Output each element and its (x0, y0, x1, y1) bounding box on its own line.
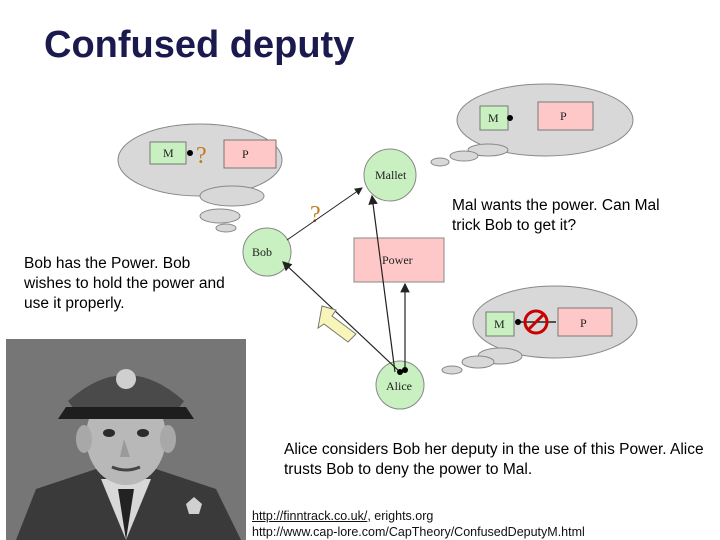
mallet-node: Mallet (363, 148, 417, 202)
bob-label: Bob (252, 245, 272, 259)
cloud-bottom-p-label: P (580, 316, 587, 330)
edge-alice-to-bob (282, 261, 401, 373)
slide-title: Confused deputy (44, 24, 355, 66)
link-erights-text: , erights.org (367, 509, 434, 523)
cloud-top-p-label: P (560, 109, 567, 123)
deputy-photo (6, 339, 246, 540)
caption-alice: Alice considers Bob her deputy in the us… (284, 440, 704, 478)
cloud-top-m-node (479, 105, 509, 131)
cloud-alice-thought: M P (441, 285, 638, 375)
cloud-bob-thought: M ? P (117, 123, 283, 233)
mallet-label: Mallet (375, 168, 407, 182)
edge-alice-to-mallet (368, 194, 396, 373)
power-node: Power (353, 237, 445, 283)
bob-node: Bob (242, 227, 292, 277)
cloud-top-p-node (537, 101, 594, 131)
cloud-bottom-m-node (485, 311, 515, 337)
cloud-left-m-label: M (163, 146, 174, 160)
cloud-mallet-thought: M P (430, 83, 634, 167)
cloud-left-p-node (223, 139, 277, 169)
alice-label: Alice (386, 379, 412, 393)
link-finntrack[interactable]: http://finntrack.co.uk/ (252, 509, 368, 523)
deny-icon (523, 309, 549, 335)
caption-mal: Mal wants the power. Can Mal trick Bob t… (452, 196, 660, 234)
power-label: Power (382, 253, 413, 267)
caption-bob: Bob has the Power. Bob wishes to hold th… (24, 254, 225, 312)
cloud-bottom-p-node (557, 307, 613, 337)
reference-links: http://finntrack.co.uk/, erights.org htt… (252, 508, 712, 540)
cloud-bottom-m-label: M (494, 317, 505, 331)
edge-bob-to-mallet (286, 187, 363, 241)
highlight-arrow-icon (317, 305, 357, 343)
cloud-left-p-label: P (242, 147, 249, 161)
cloud-top-m-label: M (488, 111, 499, 125)
question-mark-center: ? (310, 202, 321, 228)
link-cap-lore[interactable]: http://www.cap-lore.com/CapTheory/Confus… (252, 525, 585, 539)
question-mark-left: ? (196, 143, 207, 169)
alice-node: Alice (375, 360, 425, 410)
cloud-left-m-node (149, 141, 187, 165)
